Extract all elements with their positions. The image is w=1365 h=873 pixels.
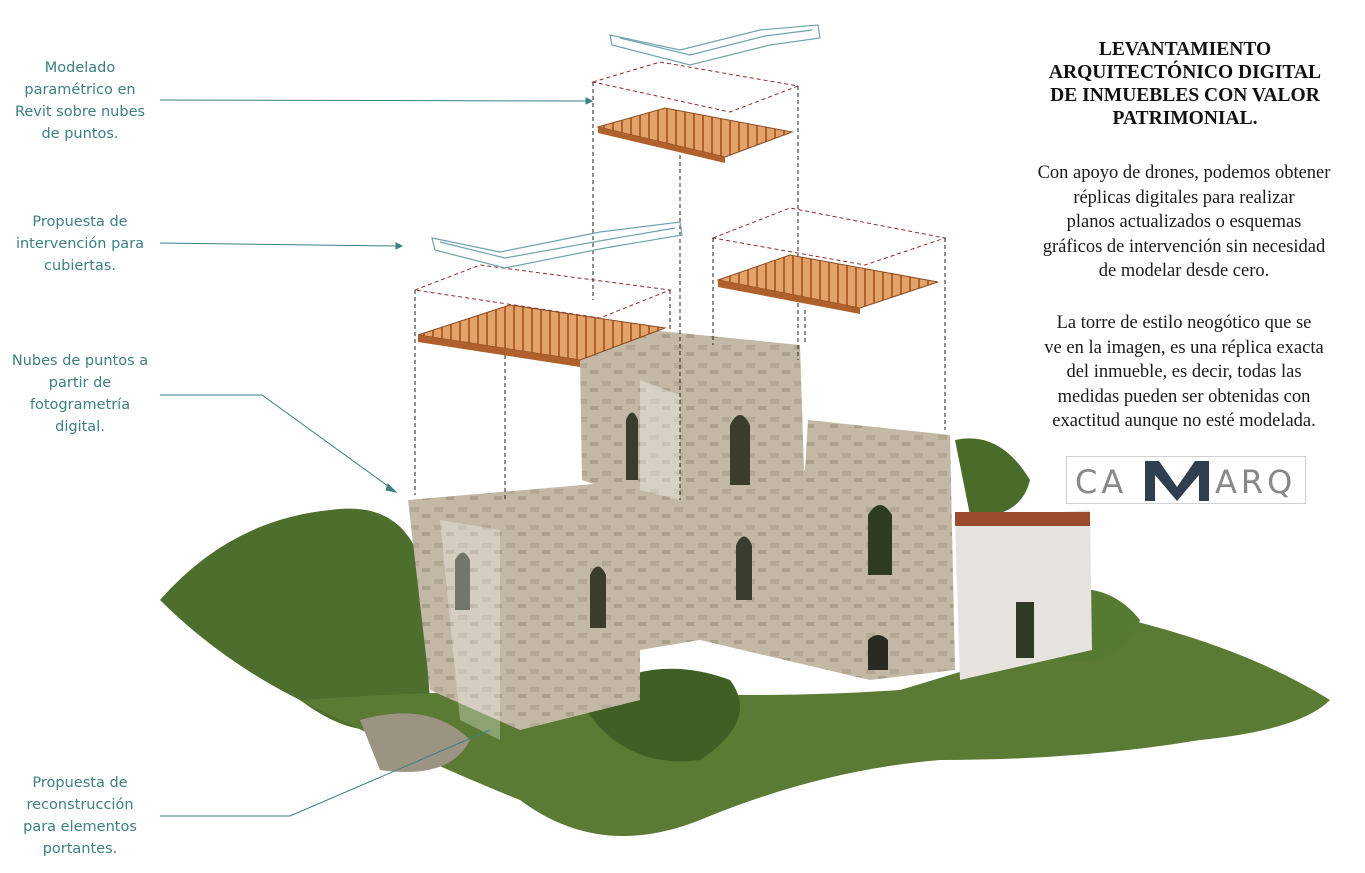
leader-lines <box>159 97 594 817</box>
callout-point-cloud: Nubes de puntos a partir de fotogrametrí… <box>11 353 149 435</box>
dashed-verticals <box>414 82 946 500</box>
logo-m-mark <box>1145 461 1209 501</box>
vegetation <box>160 438 1330 836</box>
logo-text-left: CA <box>1075 463 1127 501</box>
logo-text-right: ARQ <box>1215 463 1296 501</box>
callout-reconstruction: Propuesta de reconstrucción para element… <box>23 775 137 857</box>
description-paragraph-tower: La torre de estilo neogótico que se ve e… <box>1044 313 1324 431</box>
callout-roof-proposal: Propuesta de intervención para cubiertas… <box>15 214 145 274</box>
roof-proposals <box>417 107 939 367</box>
callout-revit-modeling: Modelado paramétrico en Revit sobre nube… <box>14 60 146 142</box>
wireframe-roofs <box>431 24 821 269</box>
camarq-logo: CA ARQ <box>1066 456 1306 504</box>
ruined-building <box>408 330 1092 740</box>
description-paragraph-drones: Con apoyo de drones, podemos obtener rép… <box>1037 163 1331 281</box>
page-title: LEVANTAMIENTO ARQUITECTÓNICO DIGITAL DE … <box>1048 39 1322 129</box>
